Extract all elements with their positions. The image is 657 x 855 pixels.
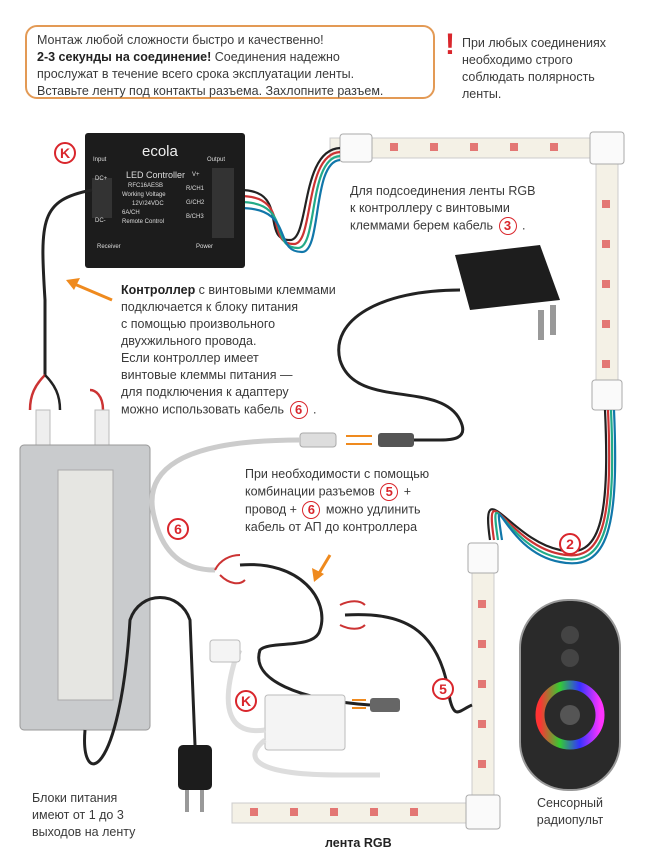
corner-connector (589, 131, 625, 165)
cable-number-badge: 5 (380, 483, 399, 501)
note-line: к контроллеру с винтовыми (350, 201, 510, 215)
controller-input-label: Input (93, 157, 107, 163)
small-controller-k-badge: K (235, 690, 257, 712)
led-controller (85, 133, 245, 268)
controller-note: Контроллер с винтовыми клеммами подключа… (121, 282, 336, 419)
rgb-strip-bottom (231, 542, 501, 830)
note-line: клеммами берем кабель 3 . (350, 217, 535, 235)
ch1-label: R/CH1 (186, 186, 205, 192)
warning-line: При любых соединениях (462, 36, 606, 50)
controller-output-label: Output (207, 157, 226, 163)
warning-line: соблюдать полярность (462, 70, 595, 84)
info-box: Монтаж любой сложности быстро и качестве… (25, 25, 435, 99)
arrow-icon (316, 554, 332, 576)
rgb-cable-2 (486, 409, 617, 565)
note-text: комбинации разъемов (245, 484, 375, 499)
cable-number-badge: 6 (302, 501, 321, 519)
note-bold: Контроллер (121, 283, 196, 297)
cable-number-badge: 6 (289, 401, 308, 419)
note-text: можно удлинить (325, 502, 421, 517)
cable-number-badge: 3 (498, 217, 517, 235)
caption-line: Блоки питания (32, 791, 118, 805)
note-line: можно использовать кабель 6 . (121, 401, 336, 419)
cable-6-badge: 6 (167, 518, 189, 540)
caption-line: Сенсорный (536, 796, 604, 810)
power-supply (19, 409, 151, 731)
euro-plug (178, 745, 212, 812)
caption-line: выходов на ленту (32, 825, 136, 839)
warning-line: необходимо строго (462, 53, 573, 67)
info-bold: 2-3 секунды на соединение! (37, 50, 212, 64)
warning-line: ленты. (462, 87, 502, 101)
note-text: . (522, 218, 526, 233)
note-line: Контроллер с винтовыми клеммами (121, 282, 336, 299)
note-text: клеммами берем кабель (350, 218, 494, 233)
note-text: можно использовать кабель (121, 402, 285, 417)
note-line: комбинации разъемов 5 + (245, 483, 429, 501)
note-line: При необходимости с помощью (245, 467, 430, 481)
dc-plus-label: DC+ (95, 176, 108, 182)
rgb-cable-3 (239, 146, 341, 254)
info-rest: Соединения надежно (211, 50, 340, 64)
rgb-strip-top (329, 131, 625, 411)
polarity-warning: При любых соединениях необходимо строго … (462, 35, 606, 103)
ch3-label: B/CH3 (186, 214, 204, 220)
note-line: Если контроллер имеет (121, 351, 259, 365)
exclamation-icon: ! (445, 28, 455, 61)
caption-line: имеют от 1 до 3 (32, 808, 124, 822)
controller-model: RFC16AESB (128, 183, 164, 189)
remote-caption: Сенсорный радиопульт (530, 795, 610, 829)
receiver-label: Receiver (97, 244, 121, 250)
ch2-label: G/CH2 (186, 200, 205, 206)
dc-plug (378, 433, 414, 447)
controller-remote: Remote Control (122, 219, 165, 225)
power-label: Power (196, 244, 214, 250)
cable-5-badge: 5 (432, 678, 454, 700)
v-plus-label: V+ (192, 172, 200, 178)
info-line-3: прослужат в течение всего срока эксплуат… (37, 67, 355, 81)
note-text: провод + (245, 502, 297, 517)
strip-connector (591, 379, 623, 411)
touch-remote (519, 599, 621, 791)
note-line: провод + 6 можно удлинить (245, 501, 429, 519)
note-line: подключается к блоку питания (121, 300, 299, 314)
extend-note: При необходимости с помощью комбинации р… (245, 466, 429, 536)
note-line: двухжильного провода. (121, 334, 257, 348)
rgb-cable-note: Для подсоединения ленты RGB к контроллер… (350, 183, 535, 235)
cable-6 (149, 437, 301, 573)
power-adapter (455, 245, 560, 340)
note-line: с помощью произвольного (121, 317, 276, 331)
note-line: Для подсоединения ленты RGB (350, 184, 536, 198)
info-line-4: Вставьте ленту под контакты разъема. Зах… (37, 84, 384, 98)
strip-caption: лента RGB (325, 836, 392, 850)
controller-k-badge: K (54, 142, 76, 164)
note-text: . (313, 402, 317, 417)
cable-2-badge: 2 (559, 533, 581, 555)
psu-caption: Блоки питания имеют от 1 до 3 выходов на… (32, 790, 135, 841)
power-wire (41, 188, 93, 375)
note-line: кабель от АП до контроллера (245, 520, 418, 534)
info-line-2: 2-3 секунды на соединение! Соединения на… (37, 49, 340, 66)
dc-minus-label: DC- (95, 218, 106, 224)
small-rgb-controller (209, 639, 380, 778)
adapter-cable (337, 288, 464, 442)
note-text: с винтовыми клеммами (195, 283, 336, 297)
info-line-1: Монтаж любой сложности быстро и качестве… (37, 33, 324, 47)
note-line: винтовые клеммы питания — (121, 368, 293, 382)
controller-voltage-label: Working Voltage (122, 192, 166, 198)
caption-line: радиопульт (536, 813, 604, 827)
controller-title: LED Controller (126, 170, 186, 180)
dc-jack (299, 432, 337, 448)
controller-brand: ecola (142, 143, 178, 160)
controller-voltage: 12V/24VDC (132, 201, 164, 207)
note-line: для подключения к адаптеру (121, 385, 289, 399)
note-text: + (403, 484, 412, 499)
strip-connector (339, 133, 373, 163)
controller-current: 6A/CH (122, 210, 140, 216)
arrow-icon (71, 281, 113, 302)
